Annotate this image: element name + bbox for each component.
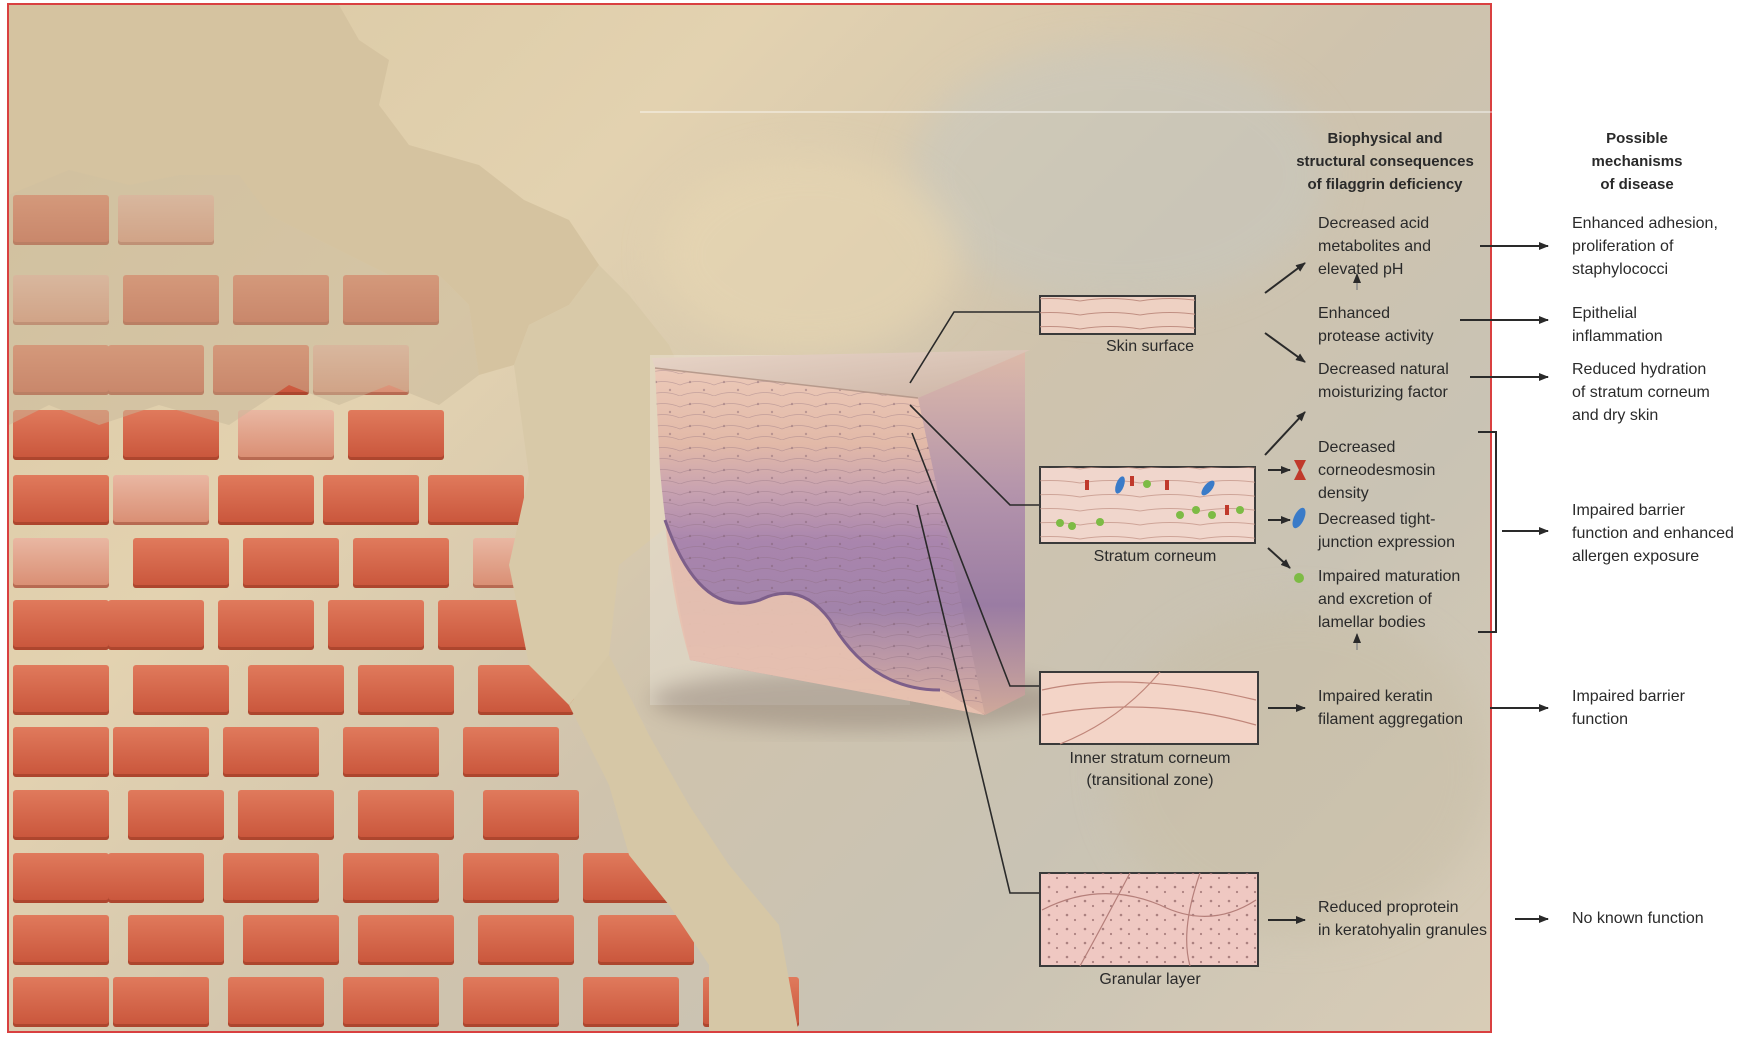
consequence-keratin: Impaired keratin filament aggregation <box>1318 685 1493 731</box>
consequence-protease: Enhanced protease activity <box>1318 302 1488 348</box>
panel-granular-layer <box>1040 873 1258 966</box>
mechanism-adhesion: Enhanced adhesion, proliferation of stap… <box>1572 212 1757 281</box>
panel-skin-surface <box>1040 296 1195 334</box>
tight-junction-symbol <box>1290 506 1308 530</box>
mechanism-no-function: No known function <box>1572 907 1752 930</box>
consequence-acid-metabolites: Decreased acid metabolites and elevated … <box>1318 212 1488 281</box>
mechanism-inflammation: Epithelial inflammation <box>1572 302 1752 348</box>
consequence-corneodesmosin: Decreased corneodesmosin density <box>1318 436 1488 505</box>
consequence-proprotein: Reduced proprotein in keratohyalin granu… <box>1318 896 1518 942</box>
mechanism-barrier-allergen: Impaired barrier function and enhanced a… <box>1572 499 1758 568</box>
skin-surface-label: Skin surface <box>1080 336 1220 358</box>
arrow-to-acid <box>1265 263 1305 293</box>
arrow-to-moisturizing <box>1265 333 1305 362</box>
mechanism-hydration: Reduced hydration of stratum corneum and… <box>1572 358 1757 427</box>
consequence-moisturizing: Decreased natural moisturizing factor <box>1318 358 1498 404</box>
consequences-header: Biophysical and structural consequences … <box>1280 127 1490 196</box>
legend-symbols <box>1290 460 1308 583</box>
corneodesmosin-symbol <box>1294 460 1306 480</box>
inner-stratum-corneum-label: Inner stratum corneum (transitional zone… <box>1045 748 1255 792</box>
consequence-lamellar: Impaired maturation and excretion of lam… <box>1318 565 1488 634</box>
granular-layer-label: Granular layer <box>1080 969 1220 991</box>
panel-inner-stratum-corneum <box>1040 672 1258 744</box>
arrow-to-lamellar <box>1268 548 1290 568</box>
arrow-sc-to-moisturizing <box>1265 412 1305 455</box>
stratum-corneum-label: Stratum corneum <box>1070 546 1240 568</box>
mechanism-barrier: Impaired barrier function <box>1572 685 1752 731</box>
mechanisms-header: Possible mechanisms of disease <box>1572 127 1702 196</box>
panel-stratum-corneum <box>1040 467 1255 543</box>
consequence-arrows <box>1265 263 1305 920</box>
consequence-tight-junction: Decreased tight- junction expression <box>1318 508 1488 554</box>
lamellar-body-symbol <box>1294 573 1304 583</box>
